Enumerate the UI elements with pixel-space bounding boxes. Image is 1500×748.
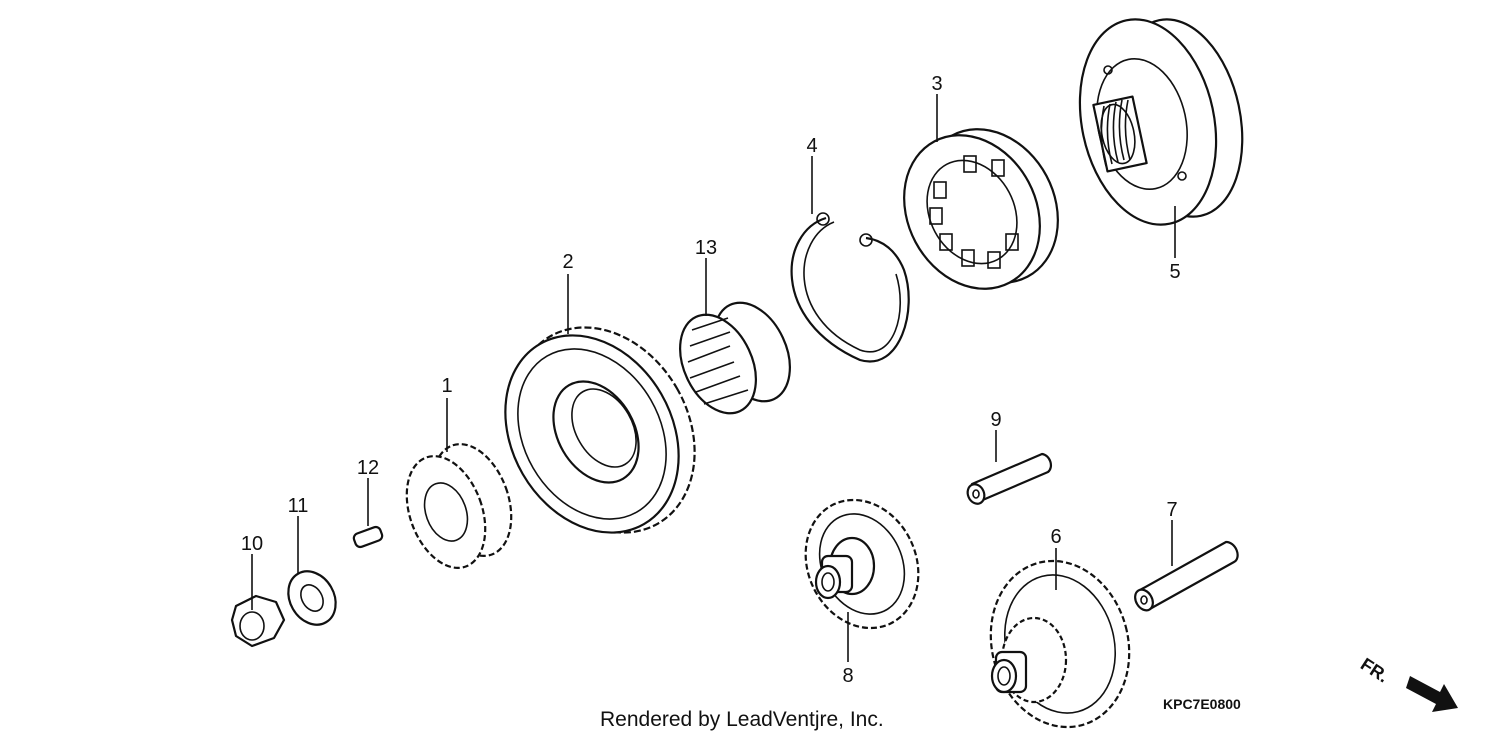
- part-13-needle-bearing: [679, 301, 791, 415]
- callout-10: 10: [241, 533, 263, 555]
- part-11-washer: [287, 570, 337, 626]
- callout-12: 12: [357, 457, 379, 479]
- part-1-small-gear: [405, 443, 513, 569]
- part-5-clutch-outer: [1078, 18, 1244, 226]
- callout-4: 4: [806, 135, 817, 157]
- front-arrow-icon: [1406, 676, 1458, 712]
- leader-lines: [251, 94, 1176, 662]
- part-10-nut: [230, 594, 286, 648]
- callout-5: 5: [1169, 261, 1180, 283]
- part-6-reduction-gear: [989, 559, 1131, 729]
- callout-13: 13: [695, 237, 717, 259]
- callout-2: 2: [562, 251, 573, 273]
- callout-7: 7: [1166, 499, 1177, 521]
- render-credit: Rendered by LeadVentjre, Inc.: [600, 708, 884, 731]
- callout-8: 8: [842, 665, 853, 687]
- part-12-key: [352, 525, 384, 549]
- callout-3: 3: [931, 73, 942, 95]
- callout-9: 9: [990, 409, 1001, 431]
- part-2-driven-gear: [504, 326, 696, 534]
- part-8-idle-gear: [804, 498, 920, 630]
- callout-1: 1: [441, 375, 452, 397]
- part-7-shaft: [1134, 540, 1239, 612]
- part-4-snap-ring: [790, 212, 910, 363]
- callout-6: 6: [1050, 526, 1061, 548]
- part-9-shaft: [966, 452, 1052, 505]
- callout-labels: 1 2 3 4 5 6 7 8 9 10 11 12 13: [241, 73, 1181, 687]
- diagram-code: KPC7E0800: [1163, 696, 1241, 712]
- callout-11: 11: [288, 495, 309, 517]
- part-3-one-way-clutch: [903, 128, 1059, 290]
